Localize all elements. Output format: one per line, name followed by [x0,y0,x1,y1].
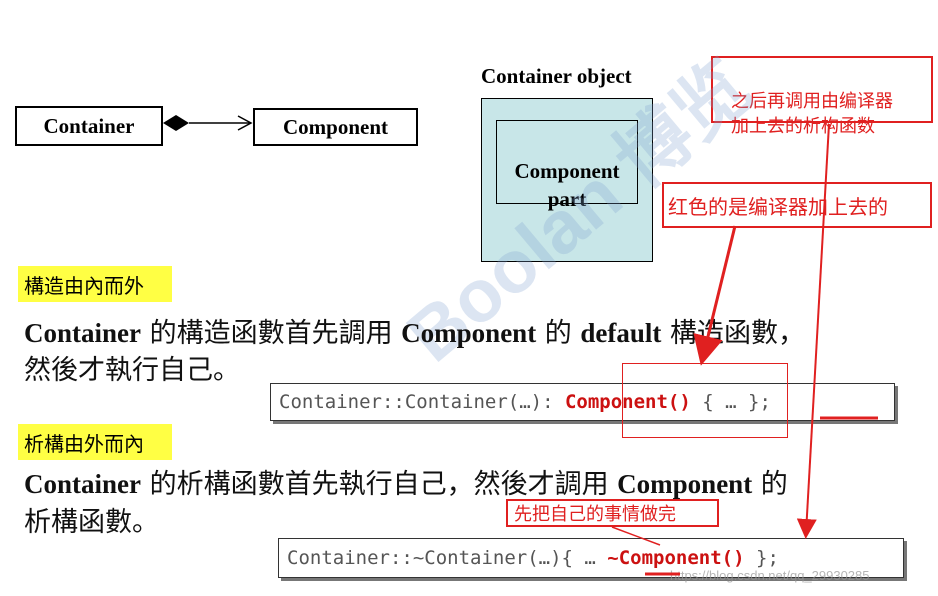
destruct-line-1: Container 的析構函數首先執行自己，然後才調用 Component 的 [24,462,788,501]
compiler-dtor-note: 之后再调用由编译器 加上去的析构函数 [711,56,933,137]
destruct-code-box: Container::~Container(…){ … ~Component()… [278,538,904,578]
construct-text-1: 的構造函數首先調用 [141,318,402,349]
container-class-box: Container [15,106,163,146]
arrow-to-component-dtor [796,123,830,539]
component-class-label: Component [282,114,388,139]
construct-code-post: { … }; [690,391,771,413]
destruct-text-1: 的析構函數首先執行自己，然後才調用 [141,469,618,500]
construct-tag-text: 構造由內而外 [24,273,144,298]
destruct-tag-text: 析構由外而內 [24,431,144,456]
construct-component-word: Component [401,318,537,348]
self-first-note: 先把自己的事情做完 [506,499,719,527]
construct-line-1: Container 的構造函數首先調用 Component 的 default … [24,311,805,350]
compiler-dtor-note-text: 之后再调用由编译器 加上去的析构函数 [731,91,893,137]
red-added-note-text: 红色的是编译器加上去的 [668,194,888,219]
component-part-box: Component part [496,120,638,211]
component-class-box: Component [253,108,418,146]
association-arrowhead [237,115,253,131]
composition-diamond [163,115,189,131]
self-first-note-text: 先把自己的事情做完 [514,504,676,525]
destruct-text-2: 的 [752,469,788,500]
construct-line-2: 然後才執行自己。 [24,355,240,386]
construct-code-pre: Container::Container(…): [279,391,565,413]
construct-text-2: 的 [536,318,581,349]
destruct-tag: 析構由外而內 [18,424,172,460]
destruct-container-word: Container [24,469,141,499]
component-part-label: Component part [514,159,620,211]
construct-container-word: Container [24,318,141,348]
construct-text-3: 構造函數， [661,318,805,349]
construct-default-word: default [580,318,662,348]
construct-code-box: Container::Container(…): Component() { …… [270,383,895,421]
destruct-line-2: 析構函數。 [24,507,159,538]
red-added-note: 红色的是编译器加上去的 [662,182,932,228]
destruct-component-word: Component [617,469,753,499]
container-class-label: Container [43,113,135,138]
destruct-code-red: ~Component() [607,547,745,569]
construct-code-red: Component() [564,391,691,413]
arrow-to-component-ctor [693,225,737,366]
csdn-url-watermark: https://blog.csdn.net/qq_29930285 [670,568,870,583]
self-first-connector [611,526,661,546]
construct-tag: 構造由內而外 [18,266,172,302]
container-object-title: Container object [481,64,632,88]
destruct-code-pre: Container::~Container(…){ … [287,547,608,569]
destruct-code-post: }; [744,547,779,569]
